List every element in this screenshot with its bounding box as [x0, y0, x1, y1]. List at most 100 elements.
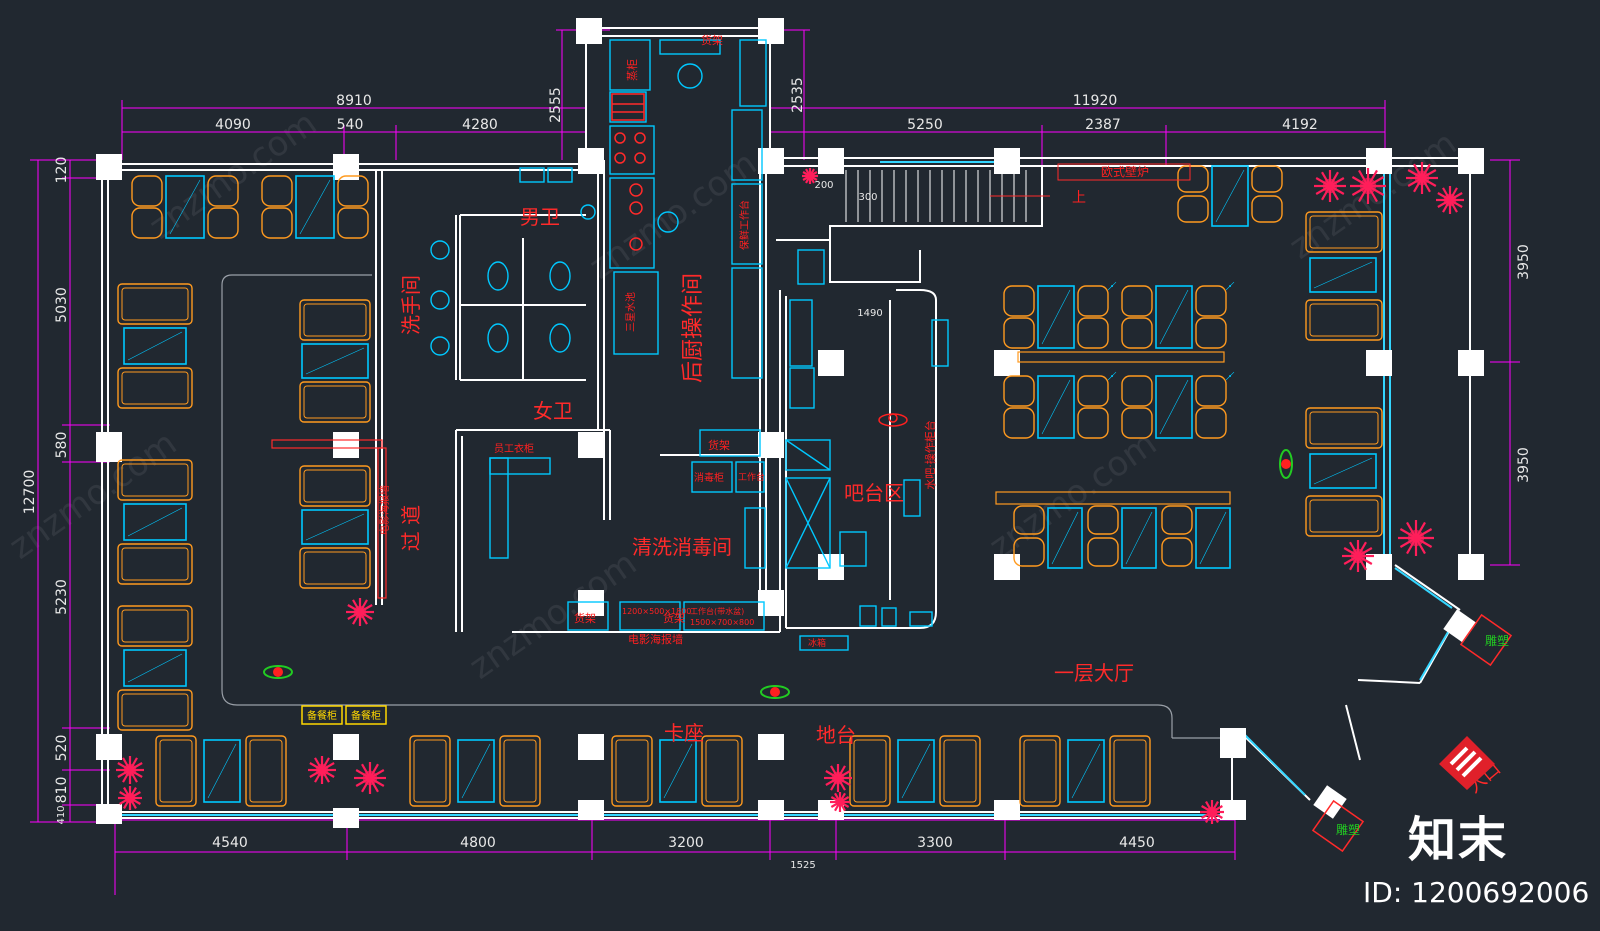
table — [123, 503, 187, 541]
sofa-seat — [117, 367, 193, 409]
dim-left-3: 5230 — [54, 579, 70, 615]
table-hatch — [127, 507, 183, 537]
chair — [337, 207, 369, 239]
table-hatch — [1051, 511, 1079, 565]
chair — [261, 175, 293, 207]
dim-small-1: 300 — [858, 192, 877, 203]
table — [1121, 507, 1157, 569]
table — [897, 739, 935, 803]
bar-area-label: 吧台区 — [844, 481, 904, 505]
dim-right-1: 3950 — [1516, 447, 1532, 483]
sculptures: 雕塑 雕塑 — [1311, 613, 1513, 853]
plant-icon — [1398, 520, 1434, 556]
sofa-seat — [117, 283, 193, 325]
table — [1037, 375, 1075, 439]
dim-bottom-small: 1525 — [790, 860, 815, 871]
sofa-seat — [1305, 211, 1383, 253]
sofa-cushion — [1309, 411, 1379, 445]
plant-icon — [802, 168, 818, 184]
table — [203, 739, 241, 803]
shelf-size: 1200×500×1800 — [622, 607, 691, 616]
table-hatch — [299, 179, 331, 235]
table-hatch — [1159, 379, 1189, 435]
cleaning-room-label: 清洗消毒间 — [632, 535, 732, 559]
brand-logo-icon — [1439, 736, 1495, 790]
chair — [1161, 505, 1193, 535]
shelf-label-3: 货架 — [574, 611, 596, 625]
table-hatch — [663, 743, 693, 799]
shelf-label-1: 货架 — [708, 438, 730, 452]
dim-top-total-left: 8910 — [336, 93, 372, 109]
sofa-cushion — [303, 551, 367, 585]
dim-bottom-3: 3300 — [917, 835, 953, 851]
table — [1047, 507, 1083, 569]
chair — [1251, 195, 1283, 223]
chair — [1251, 165, 1283, 193]
men-wc-label: 男卫 — [520, 205, 560, 229]
chair — [1003, 285, 1035, 317]
walls — [101, 27, 1471, 819]
sofa-cushion — [413, 739, 447, 803]
sofa-seat — [849, 735, 891, 807]
table-hatch — [1125, 511, 1153, 565]
table — [1309, 257, 1377, 293]
table — [1309, 453, 1377, 489]
table — [659, 739, 697, 803]
shelf-label-4: 货架 — [663, 611, 685, 625]
person-icon — [1279, 449, 1293, 479]
stage-label: 地台 — [816, 723, 856, 747]
sofa-cushion — [853, 739, 887, 803]
table-hatch — [1041, 289, 1071, 345]
dim-top-left-2: 4280 — [462, 117, 498, 133]
sofa-cushion — [1309, 303, 1379, 337]
chair — [1121, 407, 1153, 439]
dim-kitchen-a: 2555 — [548, 87, 564, 123]
table-hatch — [1199, 511, 1227, 565]
plant-icon — [118, 786, 142, 810]
disinfect-cabinet-label: 消毒柜 — [694, 471, 724, 484]
sink-bench-size: 1500×700×800 — [690, 618, 754, 627]
chair — [1121, 317, 1153, 349]
dim-top-left-0: 4090 — [215, 117, 251, 133]
plant-icon — [1406, 162, 1438, 194]
workbench-label: 工作台 — [738, 471, 765, 483]
table-hatch — [901, 743, 931, 799]
poster-wall-label: 电影海报墙 — [628, 632, 683, 646]
watermark-5: znzmo.com — [462, 543, 644, 687]
sofa-seat — [1305, 299, 1383, 341]
sofa-seat — [1109, 735, 1151, 807]
sofa-seat — [1019, 735, 1061, 807]
hostess-label-2: 备餐柜 — [351, 709, 381, 722]
chair — [1087, 505, 1119, 535]
three-sinks-label: 三星水池 — [624, 292, 637, 332]
sofa-seat — [155, 735, 197, 807]
chair — [1077, 407, 1109, 439]
table-hatch — [1225, 371, 1235, 381]
chair — [1077, 375, 1109, 407]
table-hatch — [1225, 281, 1235, 291]
chair — [1121, 375, 1153, 407]
table — [1195, 507, 1231, 569]
plant-icon — [1314, 170, 1346, 202]
sofa-seat — [299, 381, 371, 423]
red-fixture-labels: 欧式壁炉 上 员工衣柜 货架 货架 货架 货架 消毒柜 工作台 工作台(带水盆)… — [378, 33, 1191, 649]
dim-top-right-1: 2387 — [1085, 117, 1121, 133]
chair — [1195, 317, 1227, 349]
kitchen-label: 后厨操作间 — [681, 273, 706, 383]
sofa-cushion — [121, 463, 189, 497]
dimension-labels: 8910 4090 540 4280 2555 2535 11920 5250 … — [22, 77, 1532, 871]
table-hatch — [1041, 379, 1071, 435]
table — [301, 509, 369, 545]
women-wc-label: 女卫 — [533, 399, 573, 423]
sofa-cushion — [121, 547, 189, 581]
table-hatch — [127, 331, 183, 361]
sofa-cushion — [1023, 739, 1057, 803]
sofa-seat — [611, 735, 653, 807]
table-hatch — [207, 743, 237, 799]
chair — [1161, 537, 1193, 567]
plant-icon — [354, 762, 386, 794]
plant-icon — [1342, 540, 1374, 572]
table — [123, 649, 187, 687]
dim-left-5: 810 — [54, 777, 70, 804]
table — [1155, 285, 1193, 349]
